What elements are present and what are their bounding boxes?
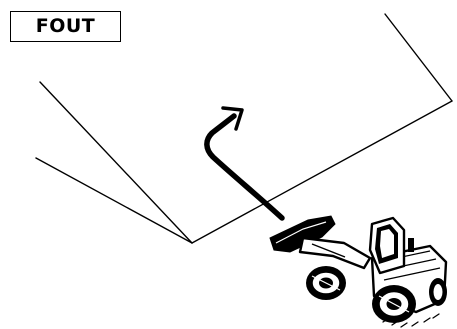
slope-ridge-right (384, 13, 453, 102)
slope-surface (35, 13, 453, 244)
status-label-box: FOUT (10, 11, 121, 42)
slope-front-edge (191, 100, 453, 244)
wheel-loader-icon (269, 215, 448, 328)
slope-left-edge-upper (39, 81, 193, 244)
status-label: FOUT (35, 15, 96, 37)
slope-left-edge-lower (35, 157, 193, 244)
curved-arrow-icon (204, 106, 285, 221)
